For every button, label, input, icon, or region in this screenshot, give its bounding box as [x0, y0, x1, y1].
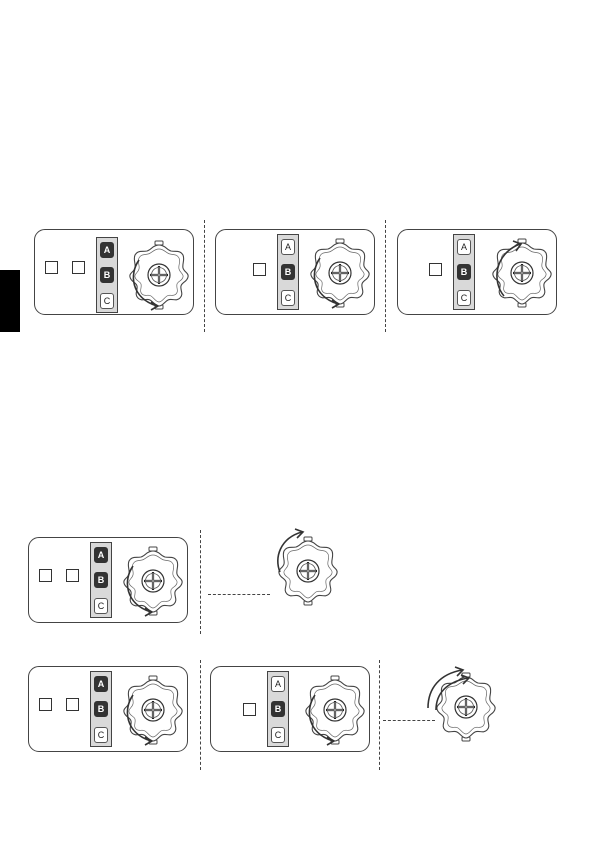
indicator-square — [66, 698, 79, 711]
key-a: A — [281, 239, 295, 255]
mode-selector: A B C — [96, 237, 118, 313]
divider — [204, 220, 205, 332]
key-b: B — [94, 701, 108, 717]
indicator-square — [39, 698, 52, 711]
key-b: B — [457, 264, 471, 280]
indicator-square — [66, 569, 79, 582]
key-c: C — [281, 290, 295, 306]
panel-3: A B C — [397, 229, 557, 315]
section-tab — [0, 270, 20, 332]
rotate-counterclockwise-arrow-icon — [424, 666, 472, 712]
panel-2: A B C — [215, 229, 375, 315]
key-a: A — [100, 242, 114, 258]
indicator-square — [39, 569, 52, 582]
mode-selector: A B C — [267, 671, 289, 747]
panel-5: A B C — [28, 666, 188, 752]
divider — [379, 660, 380, 770]
connector-line — [383, 720, 435, 721]
key-c: C — [94, 598, 108, 614]
key-b: B — [281, 264, 295, 280]
indicator-square — [243, 703, 256, 716]
rotate-clockwise-arrow-icon — [121, 691, 161, 747]
rotate-counterclockwise-arrow-icon — [270, 526, 310, 576]
indicator-square — [429, 263, 442, 276]
panel-6: A B C — [210, 666, 370, 752]
mode-selector: A B C — [277, 234, 299, 310]
rotate-clockwise-arrow-icon — [121, 562, 161, 618]
indicator-square — [253, 263, 266, 276]
key-a: A — [271, 676, 285, 692]
key-a: A — [94, 547, 108, 563]
key-b: B — [271, 701, 285, 717]
divider — [200, 660, 201, 770]
mode-selector: A B C — [90, 542, 112, 618]
key-c: C — [457, 290, 471, 306]
mode-selector: A B C — [90, 671, 112, 747]
indicator-square — [45, 261, 58, 274]
key-a: A — [94, 676, 108, 692]
divider — [200, 530, 201, 634]
key-c: C — [271, 727, 285, 743]
connector-line — [208, 594, 270, 595]
key-b: B — [100, 267, 114, 283]
divider — [385, 220, 386, 332]
key-c: C — [100, 293, 114, 309]
rotate-counterclockwise-arrow-icon — [490, 234, 530, 298]
mode-selector: A B C — [453, 234, 475, 310]
key-c: C — [94, 727, 108, 743]
key-b: B — [94, 572, 108, 588]
panel-1: A B C — [34, 229, 194, 315]
panel-4: A B C — [28, 537, 188, 623]
rotate-clockwise-arrow-icon — [303, 691, 343, 747]
rotate-clockwise-arrow-icon — [127, 256, 167, 312]
key-a: A — [457, 239, 471, 255]
rotate-clockwise-arrow-icon — [308, 254, 348, 310]
indicator-square — [72, 261, 85, 274]
